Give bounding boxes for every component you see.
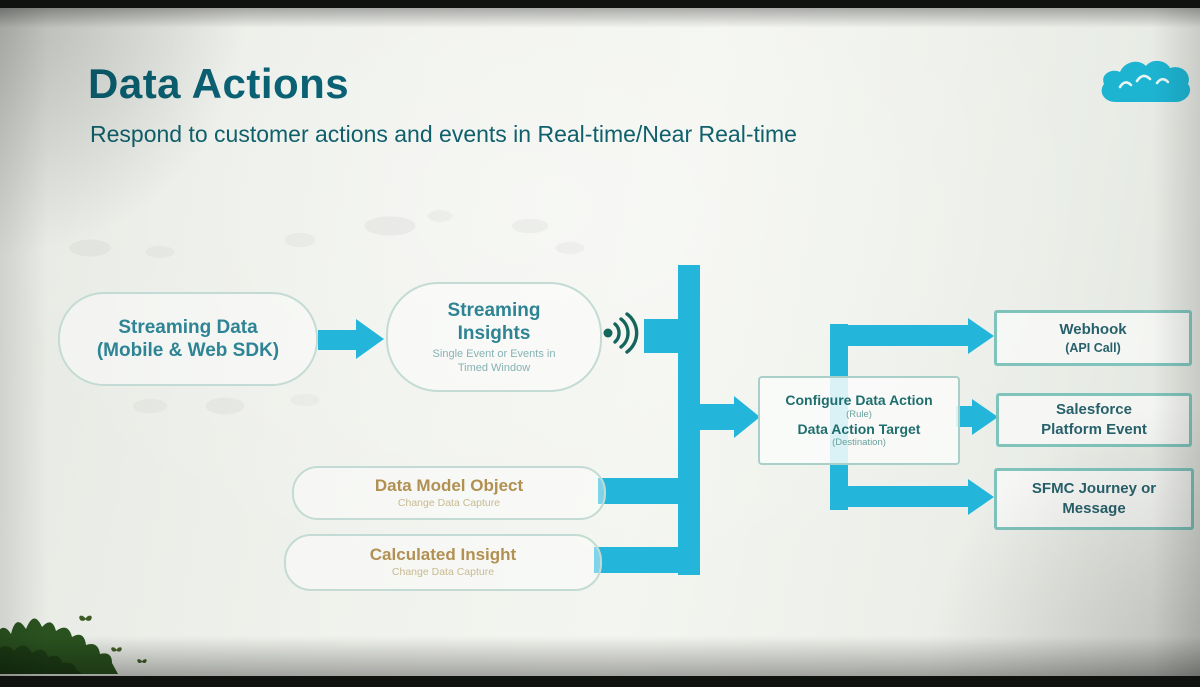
dmo-sublabel: Change Data Capture	[397, 496, 501, 509]
broadcast-icon	[599, 310, 645, 361]
streaming-insights-label-2: Insights	[457, 322, 531, 344]
platform-event-label-2: Platform Event	[1041, 421, 1147, 438]
arrowhead-webhook	[968, 318, 994, 354]
arrowhead-insights	[356, 319, 384, 359]
streaming-data-label: Streaming Data	[118, 316, 258, 338]
node-configure-data-action: Configure Data Action (Rule) Data Action…	[758, 376, 960, 465]
page-subtitle: Respond to customer actions and events i…	[90, 121, 797, 147]
salesforce-cloud-icon	[1096, 56, 1196, 115]
butterfly-icon	[78, 612, 93, 630]
page-title: Data Actions	[88, 60, 350, 107]
configure-line-4: (Destination)	[832, 437, 886, 449]
ci-label: Calculated Insight	[369, 545, 517, 565]
connector-insights-to-bus	[644, 319, 680, 353]
ci-sublabel: Change Data Capture	[391, 566, 495, 579]
grass-icon	[0, 599, 171, 676]
connector-dmo-to-bus	[598, 478, 678, 504]
butterfly-icon	[110, 642, 123, 660]
sfmc-label-1: SFMC Journey or	[1031, 480, 1157, 498]
connector-to-webhook	[848, 325, 968, 346]
streaming-insights-desc-2: Timed Window	[457, 361, 531, 374]
arrowhead-configure	[734, 396, 760, 438]
configure-line-1: Configure Data Action	[785, 392, 933, 409]
streaming-data-sublabel: (Mobile & Web SDK)	[96, 340, 280, 361]
connector-bus-to-configure	[700, 404, 734, 430]
node-platform-event: Salesforce Platform Event	[996, 393, 1192, 447]
sfmc-label-2: Message	[1062, 500, 1126, 517]
node-streaming-insights: Streaming Insights Single Event or Event…	[386, 282, 602, 392]
node-data-model-object: Data Model Object Change Data Capture	[292, 466, 606, 520]
webhook-sublabel: (API Call)	[1065, 340, 1121, 355]
streaming-insights-desc-1: Single Event or Events in	[432, 347, 556, 360]
streaming-insights-label-1: Streaming	[447, 299, 541, 321]
slide-photo: Data Actions Respond to customer actions…	[0, 8, 1200, 676]
arrowhead-sfmc	[968, 479, 994, 515]
configure-line-3: Data Action Target	[797, 420, 921, 437]
connector-to-sfmc	[848, 486, 968, 507]
dmo-label: Data Model Object	[374, 475, 524, 495]
connector-ci-to-bus	[594, 547, 678, 573]
butterfly-icon	[136, 653, 148, 671]
connector-streamingdata-to-insights	[318, 330, 356, 350]
platform-event-label-1: Salesforce	[1056, 401, 1132, 419]
node-calculated-insight: Calculated Insight Change Data Capture	[284, 534, 602, 591]
node-webhook: Webhook (API Call)	[994, 310, 1192, 366]
main-vertical-bus	[678, 265, 700, 575]
node-streaming-data: Streaming Data (Mobile & Web SDK)	[58, 292, 318, 386]
node-sfmc: SFMC Journey or Message	[994, 468, 1194, 530]
connector-to-platform-event	[956, 406, 972, 427]
configure-line-2: (Rule)	[846, 409, 872, 421]
arrowhead-platform-event	[972, 399, 998, 435]
webhook-label: Webhook	[1059, 320, 1127, 338]
